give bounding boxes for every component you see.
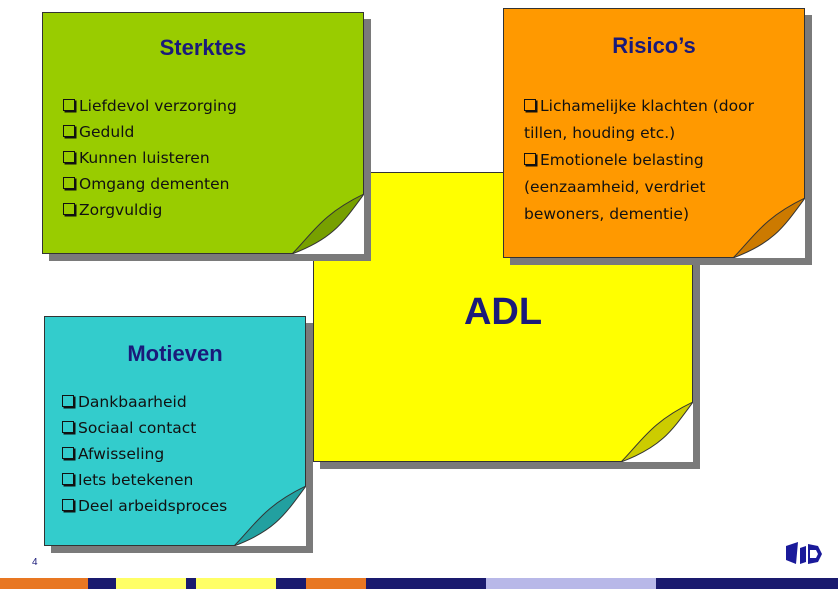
list-item: Emotionele belasting (eenzaamheid, verdr… — [524, 151, 706, 223]
list-item: Kunnen luisteren — [63, 145, 237, 171]
list-item: Deel arbeidsproces — [62, 493, 227, 519]
page-curl-icon — [292, 194, 364, 254]
note-risicos: Risico’s Lichamelijke klachten (door til… — [503, 8, 805, 258]
page-curl-icon — [234, 486, 306, 546]
motieven-title: Motieven — [127, 341, 223, 366]
bar-segment — [486, 578, 656, 589]
list-item: Geduld — [63, 119, 237, 145]
list-item: Zorgvuldig — [63, 197, 237, 223]
bar-segment — [196, 578, 276, 589]
checkbox-bullet-icon — [62, 447, 74, 459]
bar-segment — [366, 578, 486, 589]
list-item: Afwisseling — [62, 441, 227, 467]
risicos-title: Risico’s — [612, 33, 696, 58]
page-curl-icon — [621, 402, 693, 462]
list-item: Dankbaarheid — [62, 389, 227, 415]
list-item: Lichamelijke klachten (door tillen, houd… — [524, 97, 754, 142]
sterktes-list: Liefdevol verzorging Geduld Kunnen luist… — [63, 93, 237, 223]
checkbox-bullet-icon — [63, 177, 75, 189]
risicos-list: Lichamelijke klachten (door tillen, houd… — [524, 93, 764, 228]
adl-title: ADL — [463, 291, 543, 333]
checkbox-bullet-icon — [524, 153, 536, 165]
checkbox-bullet-icon — [62, 395, 74, 407]
bar-segment — [186, 578, 196, 589]
checkbox-bullet-icon — [63, 203, 75, 215]
motieven-list: Dankbaarheid Sociaal contact Afwisseling… — [62, 389, 227, 519]
checkbox-bullet-icon — [62, 473, 74, 485]
checkbox-bullet-icon — [62, 421, 74, 433]
bar-segment — [276, 578, 306, 589]
list-item: Sociaal contact — [62, 415, 227, 441]
list-item: Omgang dementen — [63, 171, 237, 197]
checkbox-bullet-icon — [524, 99, 536, 111]
page-curl-icon — [733, 198, 805, 258]
tno-logo-icon — [786, 542, 822, 564]
checkbox-bullet-icon — [63, 125, 75, 137]
list-item: Liefdevol verzorging — [63, 93, 237, 119]
list-item: Iets betekenen — [62, 467, 227, 493]
bar-segment — [88, 578, 116, 589]
note-motieven: Motieven Dankbaarheid Sociaal contact Af… — [44, 316, 306, 546]
checkbox-bullet-icon — [63, 151, 75, 163]
bar-segment — [0, 578, 88, 589]
bar-segment — [656, 578, 838, 589]
sterktes-title: Sterktes — [159, 35, 247, 60]
checkbox-bullet-icon — [62, 499, 74, 511]
bar-segment — [306, 578, 366, 589]
checkbox-bullet-icon — [63, 99, 75, 111]
bar-segment — [116, 578, 186, 589]
note-sterktes: Sterktes Liefdevol verzorging Geduld Kun… — [42, 12, 364, 254]
bottom-decoration-bar — [0, 578, 838, 589]
slide-number: 4 — [32, 557, 38, 568]
